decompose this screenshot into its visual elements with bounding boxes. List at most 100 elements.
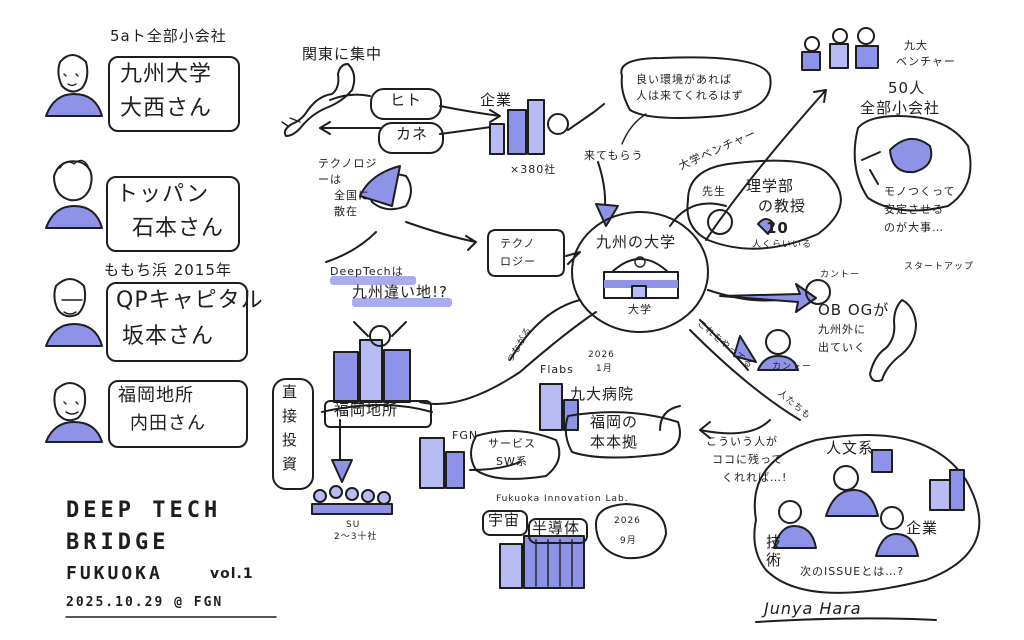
techno-box-line2: ロジー: [500, 255, 536, 268]
company-buildings: [489, 99, 605, 155]
speaker4-avatar: [45, 382, 103, 443]
kanto2-label: カントー: [820, 270, 861, 280]
issue-people: [773, 449, 965, 557]
su-label-2: 2～3十社: [334, 532, 378, 542]
speaker3-note: ももち浜 2015年: [104, 261, 232, 279]
sensei-label: 先生: [702, 185, 726, 198]
speaker1-box: [108, 56, 240, 132]
kigyo2-label: 企業: [906, 519, 939, 537]
tech-note-1: テクノロジ: [318, 157, 378, 170]
gijutsu-1: 技: [766, 533, 783, 551]
speaker4-box: [108, 380, 248, 448]
rigaku-line2: の教授: [758, 197, 807, 215]
flabs-date-2: 1月: [596, 364, 613, 374]
university-hub: [571, 211, 709, 333]
next-issue-label: 次のISSUEとは…?: [800, 565, 905, 578]
good-env-line1: 良い環境があれば: [636, 73, 732, 86]
kyudai-hospital-label: 九大病院: [570, 385, 635, 403]
kyudai-venture-1: 九大: [904, 39, 928, 52]
flabs-date-1: 2026: [588, 350, 615, 360]
fil-date-2: 9月: [620, 536, 637, 546]
signature: Junya Hara: [764, 599, 862, 618]
koiu-line3: くれれば…!: [722, 471, 788, 484]
koiu-line2: ココに残って: [712, 453, 784, 466]
speaker3-org: QPキャピタル: [116, 288, 264, 313]
ten-label: 10: [766, 219, 789, 237]
handotai-label: 半導体: [532, 519, 581, 537]
speaker1-note: 5aト全部小会社: [110, 27, 227, 45]
uchu-label: 宇宙: [488, 511, 521, 529]
tech-note-4: 散在: [334, 205, 358, 218]
event-vol: vol.1: [210, 566, 254, 582]
speaker2-name: 石本さん: [132, 216, 225, 241]
mono-line3: のが大事…: [884, 221, 944, 234]
kane-label: カネ: [396, 125, 429, 143]
uchu-box: [482, 510, 528, 536]
fukuoka-honsha-1: 福岡の: [590, 413, 639, 431]
handotai-box: [528, 518, 588, 544]
fukuoka-jisho-label: 福岡地所: [334, 401, 399, 419]
fil-date-1: 2026: [614, 516, 641, 526]
rigaku-line1: 理学部: [746, 177, 795, 195]
deeptech-line2: 九州違い地!?: [352, 283, 448, 301]
koiu-line1: こういう人が: [706, 435, 778, 448]
obog-line1: OB OGが: [818, 301, 890, 319]
hito-label: ヒト: [390, 91, 423, 109]
techno-box-line1: テクノ: [500, 237, 536, 250]
university-label: 大学: [628, 303, 652, 316]
tech-note-3: 全国に: [334, 189, 370, 202]
fil-label: Fukuoka Innovation Lab.: [496, 494, 629, 504]
su-crowd: [311, 485, 393, 515]
speaker1-name: 大西さん: [120, 96, 213, 121]
chokusetsu-3: 投: [282, 431, 299, 449]
ten-note: 人くらいいる: [752, 240, 813, 250]
good-env-line2: 人は来てくれるはず: [636, 89, 744, 102]
chokusetsu-1: 直: [282, 383, 299, 401]
speaker3-avatar: [45, 278, 103, 347]
event-title-line2: BRIDGE: [66, 530, 170, 555]
fukuoka-honsha-2: 本本拠: [590, 433, 639, 451]
speaker4-org: 福岡地所: [118, 385, 194, 406]
company-count: ×380社: [510, 163, 557, 176]
deeptech-line1: DeepTechは: [330, 265, 404, 278]
company-label: 企業: [480, 91, 513, 109]
speaker1-avatar: [45, 54, 103, 117]
event-title-line1: DEEP TECH: [66, 498, 222, 523]
kyudai-venture-2: ベンチャー: [896, 55, 956, 68]
gijutsu-2: 術: [766, 551, 783, 569]
fifty-line2: 全部小会社: [860, 99, 941, 117]
speaker4-name: 内田さん: [130, 413, 206, 434]
event-title-line3: FUKUOKA: [66, 563, 163, 584]
fukuoka-jisho-box: [324, 400, 432, 428]
kanto3-label: カントー: [772, 362, 813, 372]
venture-people: [801, 27, 879, 71]
speaker2-avatar: [45, 159, 103, 229]
obog-line3: 出ていく: [818, 341, 866, 354]
hito-bubble: [370, 88, 442, 120]
event-date: 2025.10.29 @ FGN: [66, 595, 224, 610]
sw-service-1: サービス: [488, 437, 536, 450]
speaker1-org: 九州大学: [120, 62, 213, 87]
chokusetsu-bubble: [272, 378, 314, 490]
mono-line1: モノつくって: [884, 185, 956, 198]
tech-note-2: ーは: [318, 173, 342, 186]
fgn-label: FGN: [452, 429, 479, 442]
su-label-1: SU: [346, 520, 361, 530]
fifty-line1: 50人: [888, 79, 926, 97]
obog-line2: 九州外に: [818, 323, 866, 336]
kane-bubble: [378, 122, 444, 154]
university-center-label: 九州の大学: [596, 233, 677, 251]
speaker3-box: [106, 282, 248, 362]
chokusetsu-2: 接: [282, 407, 299, 425]
kanto-label: 関東に集中: [302, 45, 383, 63]
speaker3-name: 坂本さん: [122, 324, 215, 349]
startup-label: スタートアップ: [904, 262, 975, 272]
mono-line2: 安定させる: [884, 203, 944, 216]
fukuoka-buildings: [333, 321, 411, 403]
kitemorau-label: 来てもらう: [584, 149, 644, 162]
speaker2-box: [106, 176, 240, 252]
jinbun-label: 人文系: [826, 439, 875, 457]
speaker2-org: トッパン: [116, 182, 210, 207]
